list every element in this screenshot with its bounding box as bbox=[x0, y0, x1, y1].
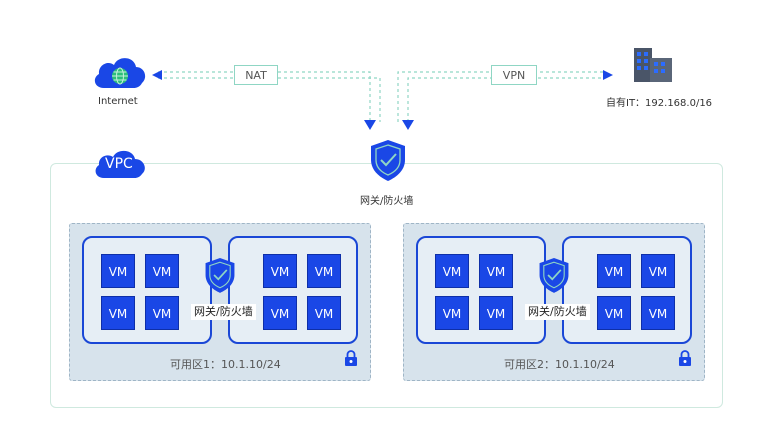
zone-label: 可用区2：10.1.10/24 bbox=[504, 358, 615, 371]
vm-box: VM bbox=[479, 296, 513, 330]
vpc-label: VPC bbox=[105, 156, 133, 172]
main-gateway-label: 网关/防火墙 bbox=[360, 196, 414, 207]
availability-zone-1: VM VM VM VM VM VM VM VM 网关/防火墙 可用区1：10.1… bbox=[69, 223, 371, 381]
vm-box: VM bbox=[641, 254, 675, 288]
vm-box: VM bbox=[307, 296, 341, 330]
vpn-tag: VPN bbox=[491, 65, 537, 85]
subnet-left: VM VM VM VM bbox=[416, 236, 546, 344]
zone-gateway-label: 网关/防火墙 bbox=[525, 304, 590, 320]
shield-check-icon bbox=[539, 258, 569, 293]
shield-check-icon bbox=[205, 258, 235, 293]
vm-box: VM bbox=[641, 296, 675, 330]
lock-icon bbox=[679, 350, 691, 366]
vm-box: VM bbox=[263, 296, 297, 330]
vm-box: VM bbox=[435, 254, 469, 288]
vm-box: VM bbox=[101, 296, 135, 330]
vm-box: VM bbox=[263, 254, 297, 288]
building-icon bbox=[634, 48, 672, 82]
vm-box: VM bbox=[101, 254, 135, 288]
zone-gateway-label: 网关/防火墙 bbox=[191, 304, 256, 320]
subnet-right: VM VM VM VM bbox=[562, 236, 692, 344]
vm-box: VM bbox=[597, 296, 631, 330]
vm-box: VM bbox=[307, 254, 341, 288]
vm-box: VM bbox=[597, 254, 631, 288]
nat-tag: NAT bbox=[234, 65, 278, 85]
lock-icon bbox=[345, 350, 357, 366]
vpc-cloud-icon bbox=[95, 150, 145, 178]
subnet-right: VM VM VM VM bbox=[228, 236, 358, 344]
onprem-label: 自有IT：192.168.0/16 bbox=[606, 98, 713, 109]
subnet-left: VM VM VM VM bbox=[82, 236, 212, 344]
zone-label: 可用区1：10.1.10/24 bbox=[170, 358, 281, 371]
vm-box: VM bbox=[145, 254, 179, 288]
vm-box: VM bbox=[479, 254, 513, 288]
internet-label: Internet bbox=[98, 96, 138, 107]
cloud-globe-icon bbox=[94, 58, 146, 88]
vm-box: VM bbox=[145, 296, 179, 330]
availability-zone-2: VM VM VM VM VM VM VM VM 网关/防火墙 可用区2：10.1… bbox=[403, 223, 705, 381]
vm-box: VM bbox=[435, 296, 469, 330]
shield-check-icon bbox=[371, 140, 405, 181]
